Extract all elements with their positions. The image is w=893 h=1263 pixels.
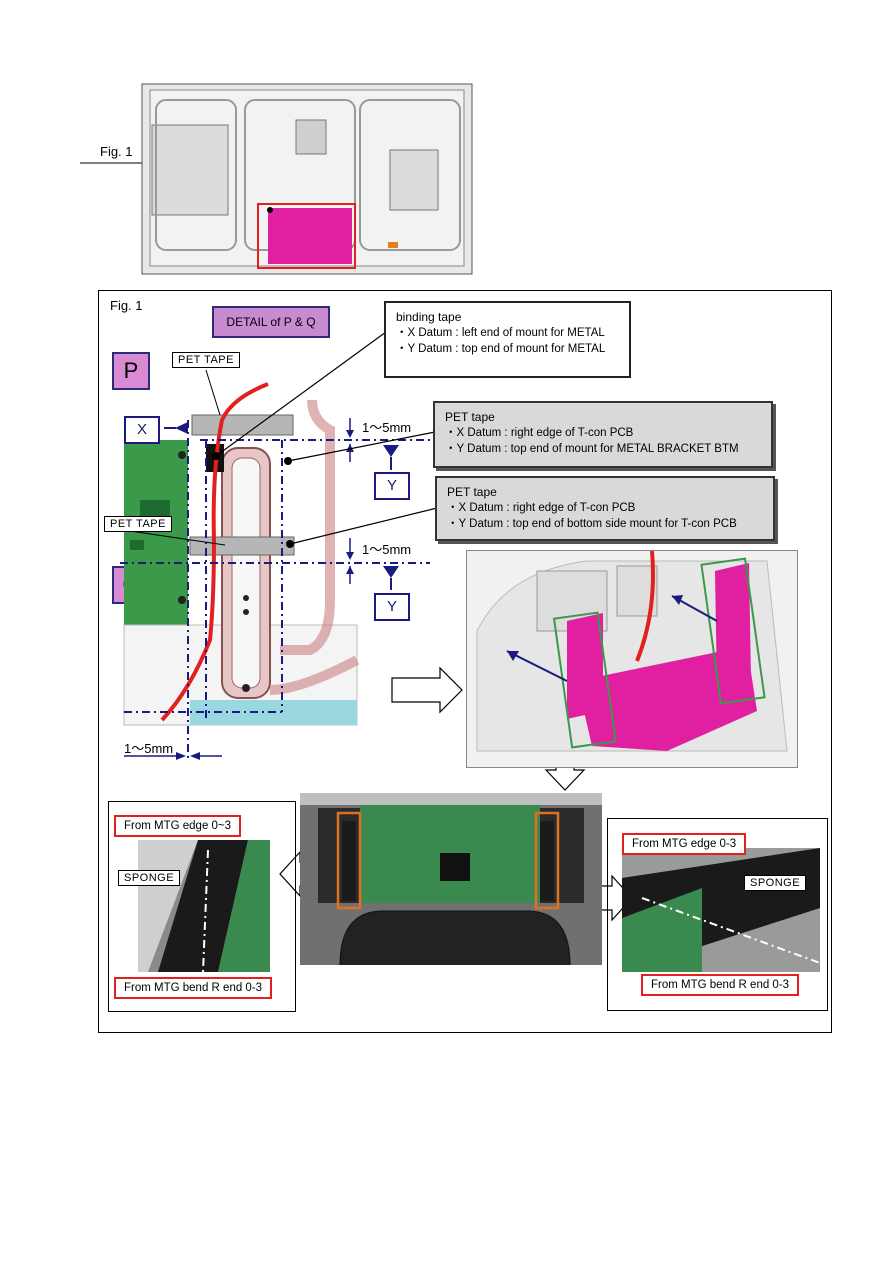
y-datum-label-2: Y [374, 593, 410, 621]
left-sponge-photo [138, 840, 270, 972]
detail-frame [98, 290, 832, 1033]
detail-fig-label: Fig. 1 [110, 298, 143, 313]
right-sponge-photo [622, 848, 820, 972]
pet-tape-1-title: PET tape [445, 410, 495, 424]
right-top-label: From MTG edge 0-3 [622, 833, 747, 855]
dimension-label-3: 1〜5mm [124, 741, 174, 756]
pet-tape-1-y-datum: Y Datum : top end of mount for METAL BRA… [445, 441, 761, 457]
pet-tape-2-title: PET tape [447, 485, 497, 499]
binding-tape-y-datum: Y Datum : top end of mount for METAL [396, 341, 619, 357]
overview-figure: Fig. 1 [0, 80, 893, 280]
x-datum-label: X [124, 416, 160, 444]
marker-p: P [112, 352, 150, 390]
y-datum-label-1: Y [374, 472, 410, 500]
pet-tape-2-x-datum: X Datum : right edge of T-con PCB [447, 500, 763, 516]
pet-tape-label-2: PET TAPE [104, 516, 172, 532]
detail-title: DETAIL of P & Q [212, 306, 330, 338]
pet-tape-label-1: PET TAPE [172, 352, 240, 368]
bracket-assembly-image [466, 550, 798, 768]
right-sponge-label: SPONGE [744, 875, 807, 891]
tcon-board-photo [300, 793, 602, 965]
binding-tape-title: binding tape [396, 310, 462, 324]
pet-tape-callout-2: PET tape X Datum : right edge of T-con P… [435, 476, 775, 541]
pet-tape-callout-1: PET tape X Datum : right edge of T-con P… [433, 401, 773, 468]
binding-tape-x-datum: X Datum : left end of mount for METAL [396, 325, 619, 341]
dimension-label-2: 1〜5mm [362, 542, 412, 557]
left-bottom-label: From MTG bend R end 0-3 [114, 977, 273, 999]
detail-title-text: DETAIL of P & Q [226, 315, 316, 329]
pet-tape-2-y-datum: Y Datum : top end of bottom side mount f… [447, 516, 763, 532]
left-top-label: From MTG edge 0~3 [114, 815, 242, 837]
left-photo-panel [108, 801, 296, 1012]
left-sponge-label: SPONGE [118, 870, 181, 886]
binding-tape-callout: binding tape X Datum : left end of mount… [384, 301, 631, 378]
overview-fig-label: Fig. 1 [100, 144, 133, 159]
right-photo-panel [607, 818, 828, 1011]
overview-tv-back-image [80, 83, 473, 275]
dimension-label-1: 1〜5mm [362, 420, 412, 435]
right-bottom-label: From MTG bend R end 0-3 [641, 974, 800, 996]
pet-tape-1-x-datum: X Datum : right edge of T-con PCB [445, 425, 761, 441]
